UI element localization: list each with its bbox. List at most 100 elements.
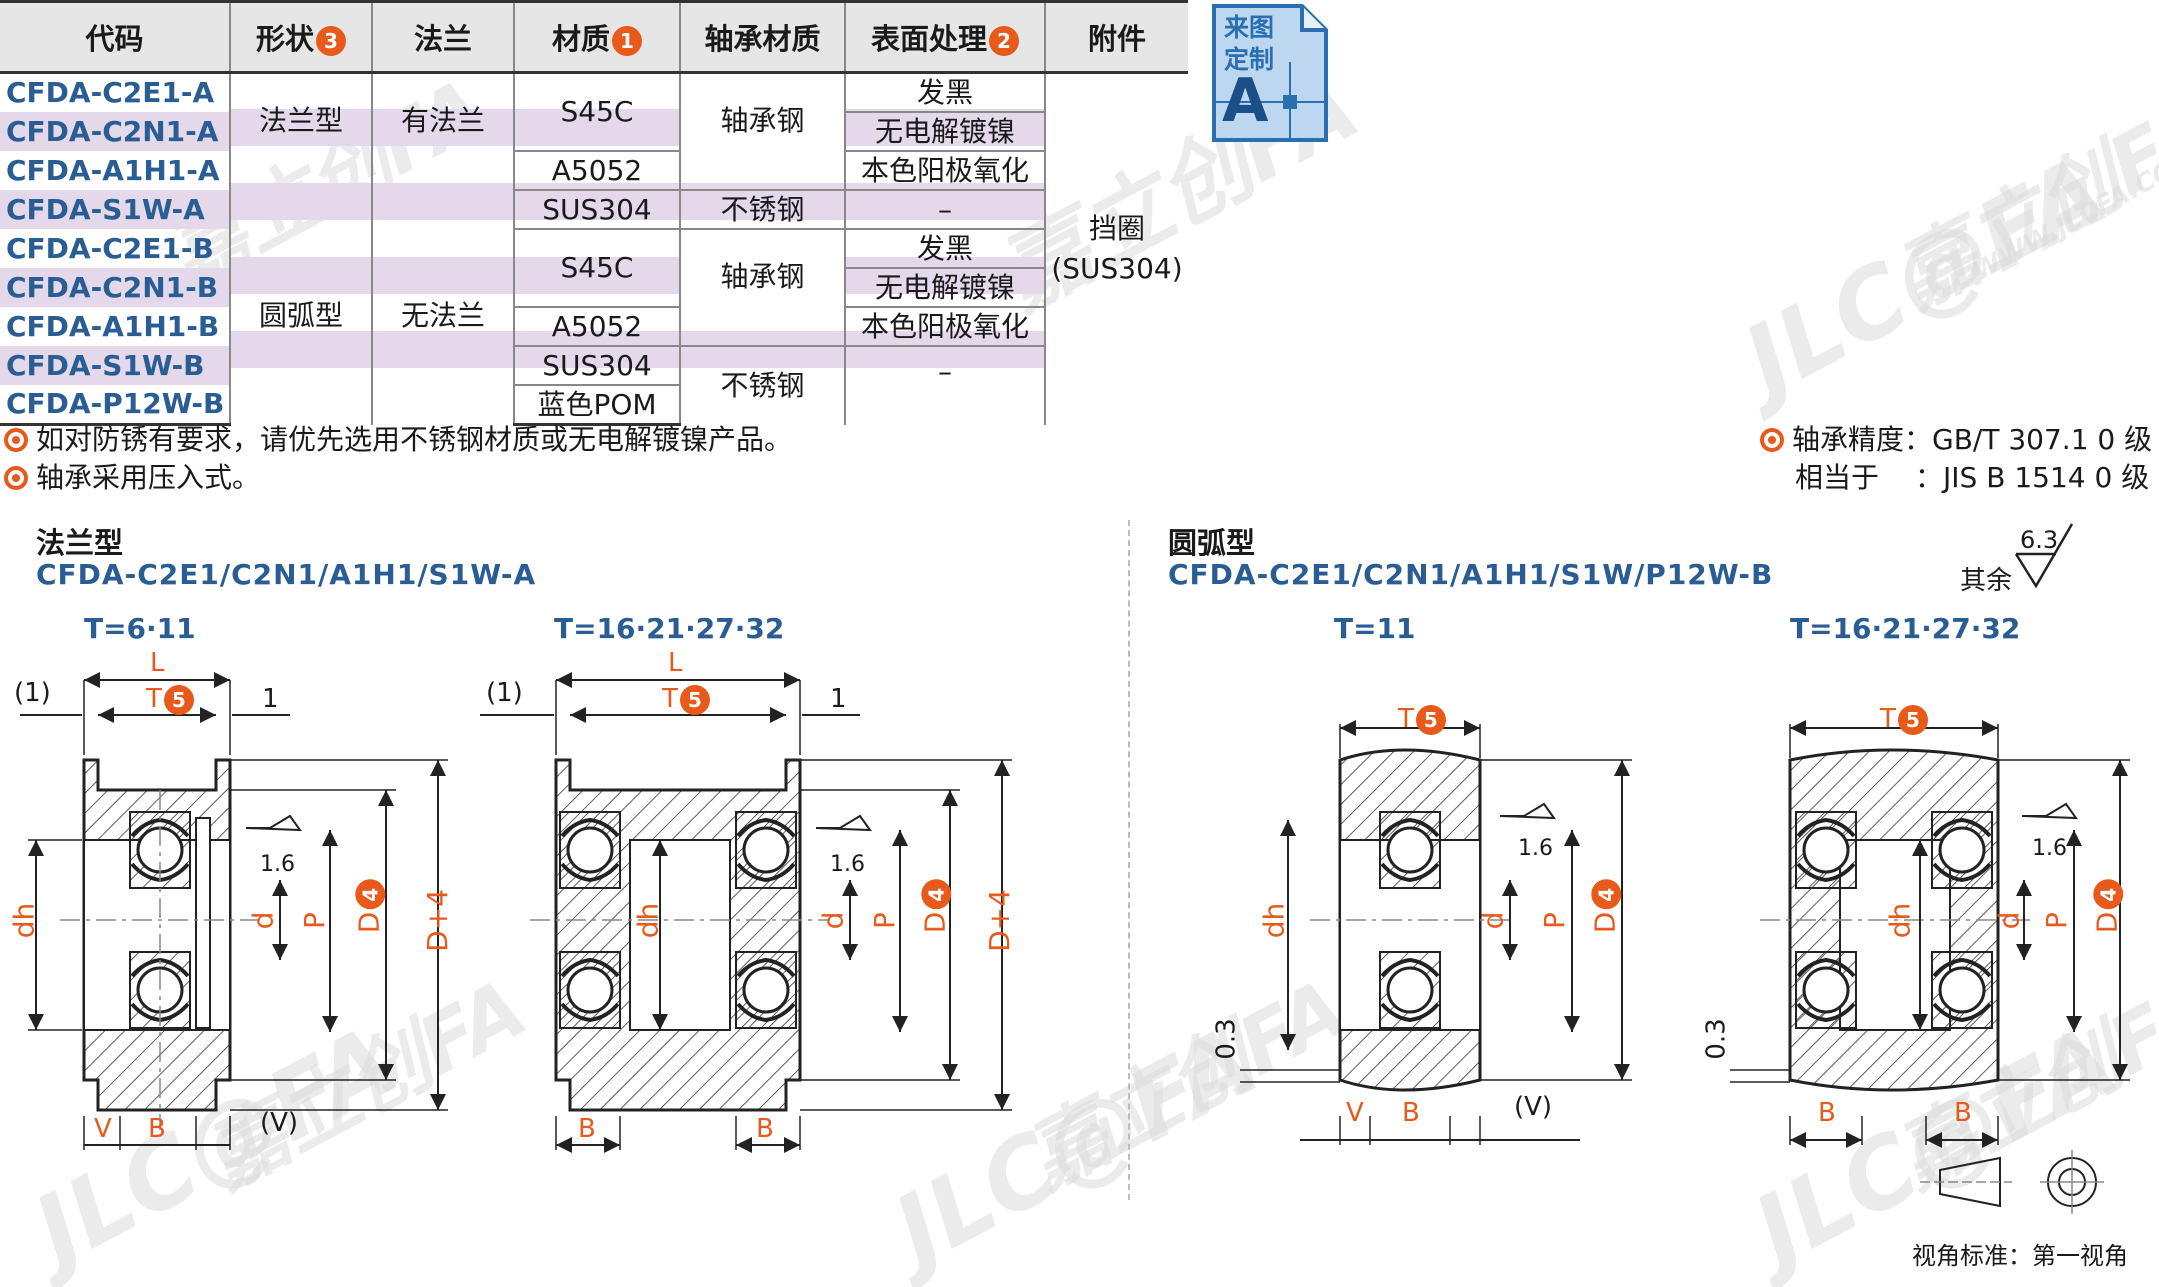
note-bullet-icon [4,466,28,490]
dim-gap: 0.3 [1211,1018,1242,1060]
table-row: CFDA-C2E1-A 法兰型 有法兰 S45C 轴承钢 发黑 挡圈(SUS30… [0,72,1188,425]
header-code: 代码 [0,0,230,74]
dim-L: L [150,648,165,678]
roughness-other-label: 其余 [1960,566,2013,596]
roughness-inner: 1.6 [1518,836,1553,861]
table-row: CFDA-A1H1-A A5052 本色阳极氧化 [0,151,1188,191]
dim-dh: dh [7,902,41,939]
note-press-fit: 轴承采用压入式。 [4,456,260,496]
dim-D: D4 [1588,879,1622,933]
shape-cell: 圆弧型 [229,229,372,425]
dim-D: D4 [352,879,386,933]
badge-1: 1 [612,26,642,56]
flange-cell: 有法兰 [371,72,514,229]
badge-2: 2 [989,26,1019,56]
code-cell: CFDA-A1H1-B [6,309,220,343]
flange-t-large: T=16·21·27·32 [554,612,785,645]
code-cell: CFDA-A1H1-A [6,153,220,187]
bearing-cell: 不锈钢 [679,346,845,425]
table-row: CFDA-C2E1-B 圆弧型 无法兰 S45C 轴承钢 发黑 [0,229,1188,425]
table-row: CFDA-S1W-A SUS304 不锈钢 – [0,190,1188,230]
dim-one: 1 [830,684,847,714]
code-cell: CFDA-C2N1-B [0,268,230,307]
roughness-inner: 1.6 [830,852,865,877]
arc-section-codes: CFDA-C2E1/C2N1/A1H1/S1W/P12W-B [1168,558,1774,591]
dim-Dplus: D+4 [982,889,1016,952]
dim-P: P [1537,912,1571,929]
code-cell: CFDA-S1W-A [0,190,230,229]
dim-P: P [2039,912,2073,929]
dim-d: d [246,911,280,930]
roughness-inner: 1.6 [260,852,295,877]
bearing-cell: 轴承钢 [679,229,845,347]
bearing-cell: 不锈钢 [679,190,845,230]
drawing-arc-large [1730,720,2130,1148]
surface-cell: 本色阳极氧化 [844,151,1045,191]
dim-V: V [94,1114,112,1144]
dim-B: B [578,1114,596,1144]
dim-Dplus: D+4 [420,889,454,952]
dim-V: V [1346,1098,1364,1128]
surface-cell: 无电解镀镍 [844,112,1045,152]
dim-gap: 0.3 [1701,1018,1732,1060]
table-row: CFDA-P12W-B 蓝色POM [0,385,1188,426]
section-divider [1128,520,1130,1200]
note-precision: 轴承精度：GB/T 307.1 0 级 [1760,418,2152,458]
table-row: CFDA-A1H1-B A5052 本色阳极氧化 [0,307,1188,347]
dim-dh: dh [1883,902,1917,939]
badge-5: 5 [1415,704,1446,735]
dim-d: d [1992,911,2026,930]
custom-order-letter: A [1222,66,1269,136]
badge-5: 5 [1897,704,1928,735]
surface-cell: – [844,190,1045,230]
technical-drawings [20,672,2130,1214]
material-cell: A5052 [513,151,680,191]
shape-cell: 法兰型 [229,72,372,229]
code-cell: CFDA-C2E1-B [6,231,214,265]
dim-paren1: (1) [486,678,523,708]
arc-t-small: T=11 [1334,612,1416,645]
table-row: CFDA-S1W-B SUS304 不锈钢 – [0,346,1188,425]
material-cell: 蓝色POM [513,385,680,426]
dim-one: 1 [262,684,279,714]
drawing-arc-small [1240,720,1632,1145]
header-accessory: 附件 [1044,0,1188,74]
surface-cell: 发黑 [844,229,1045,269]
material-cell: A5052 [513,307,680,347]
dim-B: B [1818,1098,1836,1128]
badge-4: 4 [2093,879,2124,910]
flange-section-title: 法兰型 [36,526,124,560]
note-bullet-icon [4,428,28,452]
roughness-value: 6.3 [2020,526,2059,554]
code-cell: CFDA-S1W-B [0,346,230,385]
dim-dh: dh [1257,902,1291,939]
dim-d: d [1476,911,1510,930]
flange-cell: 无法兰 [371,229,514,425]
table-row: CFDA-C2N1-A 无电解镀镍 [0,112,1188,152]
roughness-icon [2014,523,2074,589]
custom-order-line2: 定制 [1224,45,1275,74]
drawing-flange-small [20,672,448,1150]
dim-dh: dh [631,902,665,939]
dim-d: d [816,911,850,930]
custom-order-line1: 来图 [1224,13,1275,42]
arc-t-large: T=16·21·27·32 [1790,612,2021,645]
roughness-inner: 1.6 [2032,836,2067,861]
bearing-cell: 轴承钢 [679,72,845,191]
dim-Vparen: (V) [1514,1092,1553,1122]
custom-order-icon [1212,4,1328,142]
dim-B: B [1402,1098,1420,1128]
code-cell: CFDA-C2E1-A [6,76,215,109]
accessory-cell: 挡圈(SUS304) [1044,72,1188,425]
header-bearing-material: 轴承材质 [679,0,845,74]
note-bullet-icon [1760,428,1784,452]
material-cell: S45C [513,72,680,152]
view-standard: 视角标准：第一视角 [1912,1242,2128,1270]
